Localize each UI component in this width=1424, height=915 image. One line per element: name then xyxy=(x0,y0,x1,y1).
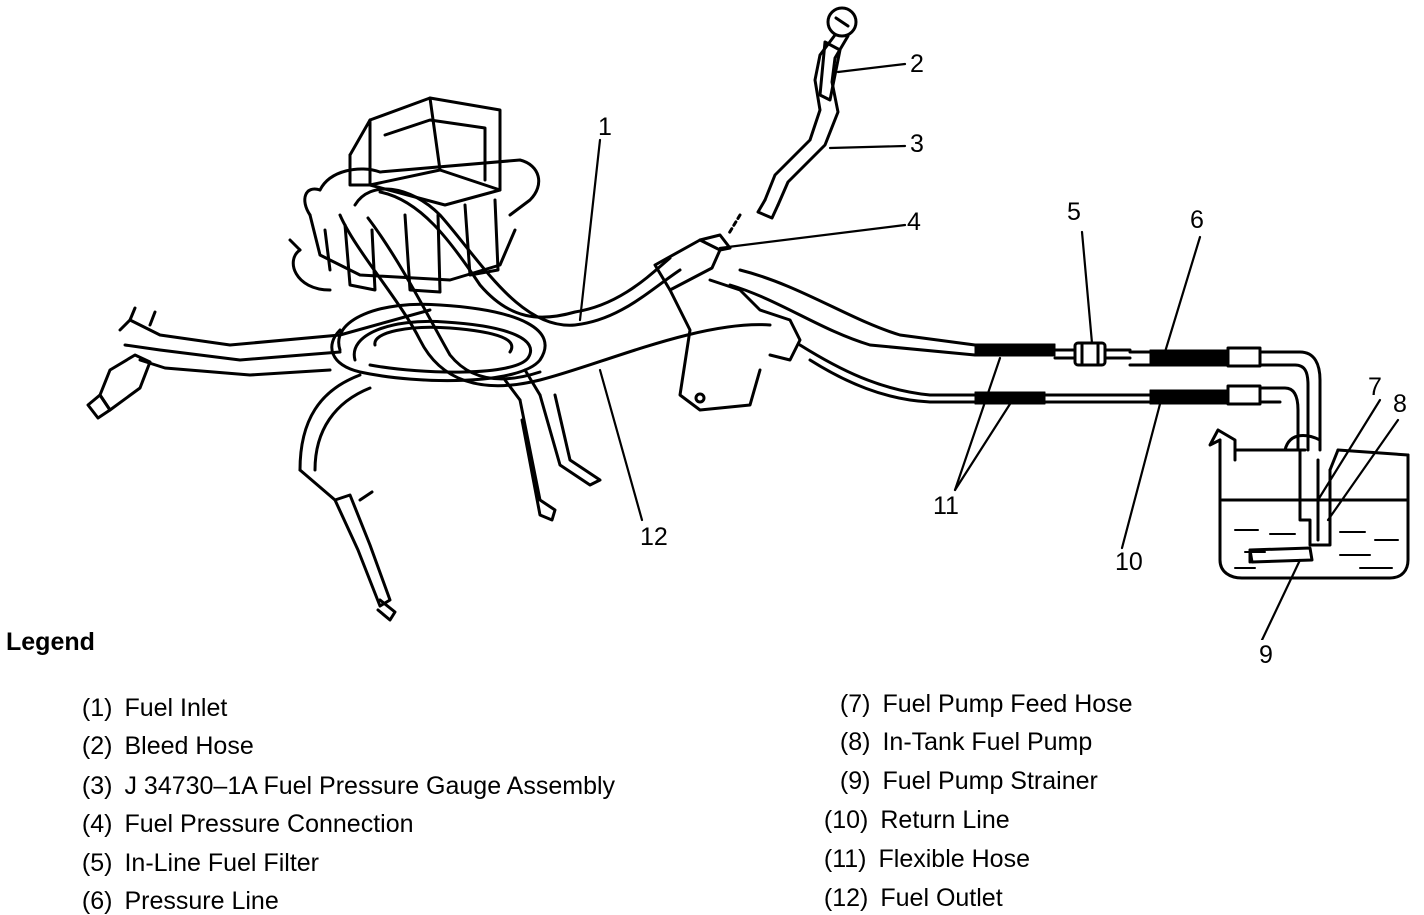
legend-item-8: (8) In-Tank Fuel Pump xyxy=(826,705,1092,755)
legend-item-2: (2) Bleed Hose xyxy=(68,709,254,759)
throttle-body xyxy=(288,96,541,294)
legend-item-number: (7) xyxy=(839,690,871,718)
fuel-pressure-connection xyxy=(653,233,802,412)
legend-item-number: (1) xyxy=(81,694,113,722)
callout-1: 1 xyxy=(598,113,612,141)
callout-9: 9 xyxy=(1259,641,1273,669)
wiring-harness-left xyxy=(86,306,432,420)
legend-item-label: J 34730–1A Fuel Pressure Gauge Assembly xyxy=(124,772,616,800)
callout-6: 6 xyxy=(1190,206,1204,234)
legend-item-number: (2) xyxy=(81,732,113,760)
legend-item-number: (11) xyxy=(823,845,867,873)
fuel-line-coils xyxy=(330,302,547,383)
fuel-tank xyxy=(1208,428,1410,580)
callout-2: 2 xyxy=(910,50,924,78)
legend-item-3: (3) J 34730–1A Fuel Pressure Gauge Assemb… xyxy=(68,749,615,799)
callout-12: 12 xyxy=(640,523,668,551)
in-line-fuel-filter xyxy=(1053,341,1132,367)
legend-item-label: Fuel Pump Strainer xyxy=(882,767,1098,795)
legend-item-6: (6) Pressure Line xyxy=(68,864,279,914)
legend-item-12: (12) Fuel Outlet xyxy=(810,861,1003,911)
legend-item-label: Bleed Hose xyxy=(124,732,254,760)
callout-11: 11 xyxy=(933,492,959,520)
legend-item-label: In-Tank Fuel Pump xyxy=(882,728,1093,756)
callout-3: 3 xyxy=(910,130,924,158)
legend-item-label: Fuel Inlet xyxy=(124,694,228,722)
legend-item-11: (11) Flexible Hose xyxy=(810,822,1030,872)
legend-item-label: Flexible Hose xyxy=(878,845,1030,873)
legend-item-5: (5) In-Line Fuel Filter xyxy=(68,826,319,876)
legend-title: Legend xyxy=(6,628,95,656)
legend-item-label: Fuel Outlet xyxy=(880,884,1003,912)
bleed-hose xyxy=(818,40,842,102)
legend-item-label: In-Line Fuel Filter xyxy=(124,849,319,877)
legend-item-label: Fuel Pressure Connection xyxy=(124,810,414,838)
legend-item-number: (12) xyxy=(823,884,869,912)
legend-item-number: (10) xyxy=(823,806,869,834)
legend-item-label: Fuel Pump Feed Hose xyxy=(882,690,1133,718)
legend-item-number: (9) xyxy=(839,767,871,795)
legend-item-number: (4) xyxy=(81,810,113,838)
legend-item-number: (3) xyxy=(81,772,113,800)
injector-connectors xyxy=(503,368,602,522)
callout-7: 7 xyxy=(1368,373,1382,401)
legend-item-10: (10) Return Line xyxy=(810,783,1010,833)
legend-item-7: (7) Fuel Pump Feed Hose xyxy=(826,667,1133,717)
legend-item-number: (8) xyxy=(839,728,871,756)
legend-item-9: (9) Fuel Pump Strainer xyxy=(826,744,1098,794)
callout-4: 4 xyxy=(907,208,921,236)
return-line xyxy=(798,343,1300,452)
wiring-harness-lower xyxy=(298,373,397,622)
fuel-pressure-gauge-assembly xyxy=(726,6,858,237)
fuel-system-diagram xyxy=(86,6,1410,640)
callout-10: 10 xyxy=(1115,548,1143,576)
callout-5: 5 xyxy=(1067,198,1081,226)
legend-item-number: (5) xyxy=(81,849,113,877)
legend-item-1: (1) Fuel Inlet xyxy=(68,671,227,721)
legend-item-label: Pressure Line xyxy=(124,887,279,915)
legend-item-4: (4) Fuel Pressure Connection xyxy=(68,787,414,837)
callout-8: 8 xyxy=(1393,390,1407,418)
legend-item-number: (6) xyxy=(81,887,113,915)
main-fuel-hoses xyxy=(338,187,772,388)
flexible-hose-segments xyxy=(974,343,1262,406)
leader-lines xyxy=(578,62,1400,640)
fuel-pump-strainer xyxy=(1248,546,1314,564)
legend-item-label: Return Line xyxy=(880,806,1010,834)
